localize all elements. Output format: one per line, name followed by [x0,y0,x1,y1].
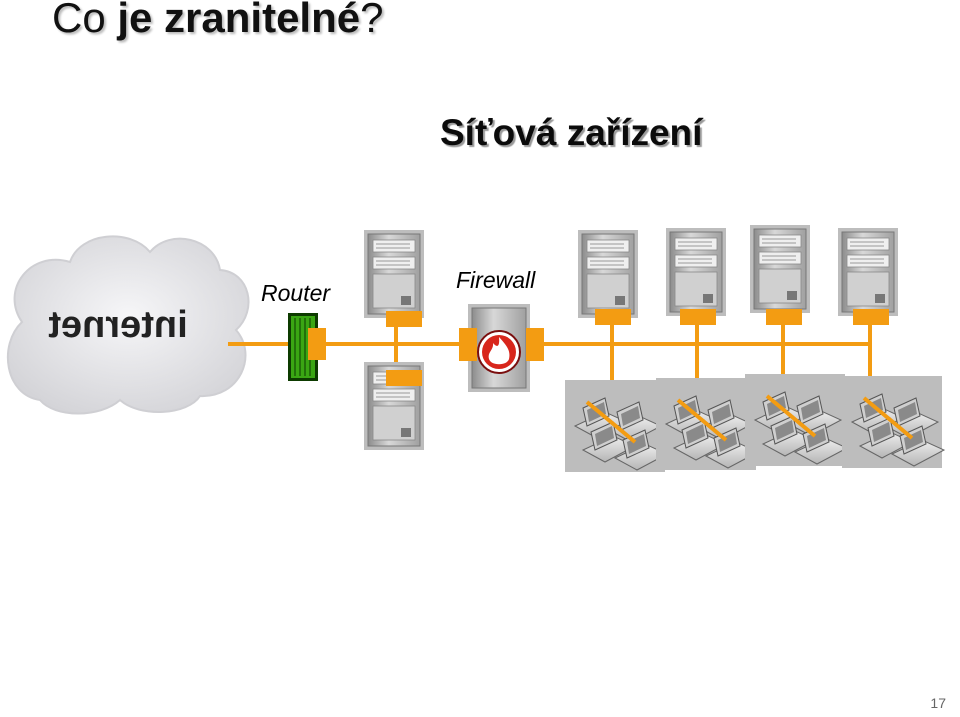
slide-subtitle: Síťová zařízení [440,112,703,153]
router-icon [288,313,326,381]
dmz-server-1-icon [363,229,425,327]
dmz-server-2-icon [363,361,425,451]
firewall-icon [459,304,544,392]
internal-server-4-icon [837,227,899,325]
firewall-label: Firewall [456,267,536,293]
title-suffix: ? [360,0,384,41]
title-highlight: je zranitelné [117,0,361,41]
workstation-group-3-icon [745,374,847,466]
internal-server-3-icon [749,224,811,325]
workstation-group-1-icon [565,380,667,472]
page-number: 17 [930,695,946,711]
internet-cloud-icon: internet [6,235,250,415]
internal-server-2-icon [665,227,727,325]
workstation-group-2-icon [656,378,758,470]
internal-server-1-icon [577,229,639,325]
cloud-label: internet [48,304,188,346]
slide-title: Co je zranitelné? [52,0,383,42]
router-label: Router [261,280,331,306]
title-prefix: Co [52,0,118,41]
workstation-group-4-icon [842,376,944,468]
